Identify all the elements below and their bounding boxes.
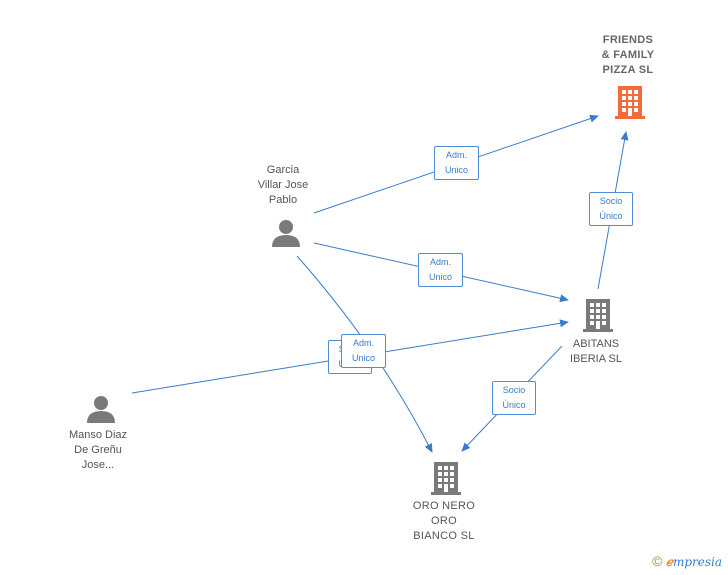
edge-label-line: Unico [444, 165, 468, 175]
brand-e: ℯ [665, 555, 673, 569]
label-line: Manso Diaz [68, 429, 128, 441]
node-label-oronero[interactable]: ORO NERO ORO BIANCO SL [394, 499, 494, 544]
edge-label-line: Adm. [352, 338, 374, 348]
building-icon-highlight[interactable] [615, 85, 645, 119]
edge-label-line: Adm. [445, 150, 467, 160]
label-line: ABITANS [572, 338, 620, 350]
label-line: Garcia [266, 164, 300, 176]
building-icon[interactable] [583, 298, 613, 332]
label-line: & FAMILY [601, 49, 655, 61]
label-line: BIANCO SL [413, 530, 475, 542]
label-line: ORO [431, 515, 457, 527]
label-line: PIZZA SL [602, 64, 654, 76]
node-label-manso[interactable]: Manso Diaz De Greñu Jose... [48, 428, 148, 473]
brand-rest: mpresia [672, 555, 722, 569]
edge-label-line: Socio [502, 385, 526, 395]
person-icon[interactable] [271, 218, 301, 248]
edge-label-abitans-oronero[interactable]: Socio Único [492, 381, 536, 415]
label-line: De Greñu [74, 444, 122, 456]
label-line: IBERIA SL [570, 353, 622, 365]
edge-label-garcia-abitans[interactable]: Adm. Unico [418, 253, 463, 287]
edge-label-line: Unico [351, 353, 375, 363]
label-line: Villar Jose [257, 179, 309, 191]
person-icon[interactable] [86, 394, 116, 424]
copyright-symbol: © [652, 553, 663, 569]
copyright-brand[interactable]: © ℯmpresia [652, 553, 722, 569]
edge-label-line: Unico [428, 272, 452, 282]
label-line: Pablo [268, 194, 298, 206]
label-line: ORO NERO [412, 500, 476, 512]
edge-label-line: Único [599, 211, 623, 221]
building-icon[interactable] [431, 461, 461, 495]
node-label-abitans[interactable]: ABITANS IBERIA SL [546, 337, 646, 367]
label-line: Jose... [81, 459, 115, 471]
edge-label-line: Adm. [429, 257, 451, 267]
node-label-friends[interactable]: FRIENDS & FAMILY PIZZA SL [578, 33, 678, 78]
edge-label-garcia-oronero[interactable]: Adm. Unico [341, 334, 386, 368]
edge-label-garcia-friends[interactable]: Adm. Unico [434, 146, 479, 180]
brand-logo: ℯmpresia [666, 555, 722, 569]
edge-label-line: Único [502, 400, 526, 410]
edge-label-abitans-friends[interactable]: Socio Único [589, 192, 633, 226]
label-line: FRIENDS [602, 34, 654, 46]
edge-label-line: Socio [599, 196, 623, 206]
node-label-garcia[interactable]: Garcia Villar Jose Pablo [233, 163, 333, 208]
